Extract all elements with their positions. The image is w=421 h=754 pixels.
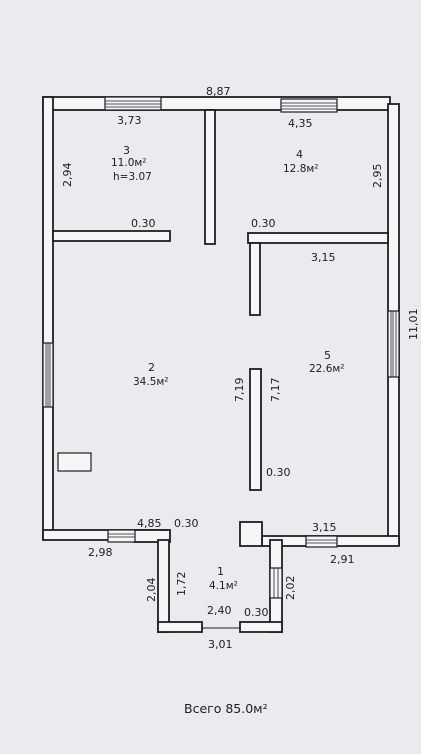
room5-number: 5 — [324, 349, 331, 362]
dim-room4-depth: 2,95 — [371, 164, 384, 189]
total-area: Всего 85.0м² — [184, 701, 268, 716]
dim-room1-inner-width: 2,40 — [207, 604, 232, 617]
window-room5-right — [387, 310, 400, 378]
window-room2-left — [42, 342, 54, 408]
dim-top-overall: 8,87 — [206, 85, 231, 98]
wall-vestibule-left — [157, 539, 170, 633]
wall-left — [42, 96, 54, 540]
dim-bottom-right: 2,91 — [330, 553, 355, 566]
room3-height: h=3.07 — [113, 171, 152, 183]
wall-top — [42, 96, 391, 111]
room4-number: 4 — [296, 148, 303, 161]
room2-number: 2 — [148, 361, 155, 374]
window-room4-top — [280, 98, 338, 113]
fixture-box — [57, 452, 92, 472]
wall-room3-bottom — [52, 230, 171, 242]
window-room2-bottom — [107, 529, 136, 543]
room4-area: 12.8м² — [283, 163, 319, 175]
wall-partition-center — [249, 368, 262, 491]
room2-area: 34.5м² — [133, 376, 169, 388]
room5-area: 22.6м² — [309, 363, 345, 375]
dim-room4-wall: 0.30 — [251, 217, 276, 230]
wall-room4-bottom — [247, 232, 389, 244]
dim-room1-outer-width: 3,01 — [208, 638, 233, 651]
wall-vestibule-bottom-right — [239, 621, 283, 633]
dim-room4-width: 4,35 — [288, 117, 313, 130]
dim-room5-bottom: 3,15 — [312, 521, 337, 534]
wall-room2-room5-upper — [249, 242, 261, 316]
dim-room2-bottom-wall: 0.30 — [174, 517, 199, 530]
room3-area: 11.0м² — [111, 157, 147, 169]
dim-bottom-left: 2,98 — [88, 546, 113, 559]
dim-right-overall: 11,01 — [407, 309, 420, 341]
dim-room2-bottom: 4,85 — [137, 517, 162, 530]
wall-vestibule-bottom-left — [157, 621, 203, 633]
window-room3-top — [104, 96, 162, 111]
window-room1-right — [269, 567, 283, 599]
dim-room1-left-outer: 2,04 — [145, 578, 158, 603]
dim-room1-left-inner: 1,72 — [175, 572, 188, 597]
wall-room3-room4 — [204, 109, 216, 245]
dim-room5-top-width: 3,15 — [311, 251, 336, 264]
dim-partition-right: 7,17 — [269, 378, 282, 403]
dim-room3-wall: 0.30 — [131, 217, 156, 230]
wall-vestibule-right-top — [239, 521, 263, 547]
dim-partition-left: 7,19 — [233, 378, 246, 403]
dim-room1-right: 2,02 — [284, 576, 297, 601]
dim-room3-width: 3,73 — [117, 114, 142, 127]
room3-number: 3 — [123, 144, 130, 157]
dim-room3-depth: 2,94 — [61, 163, 74, 188]
room1-number: 1 — [217, 565, 224, 578]
dim-partition-thickness: 0.30 — [266, 466, 291, 479]
room1-area: 4.1м² — [209, 580, 238, 592]
window-room5-bottom — [305, 535, 338, 548]
dim-room1-wall: 0.30 — [244, 606, 269, 619]
